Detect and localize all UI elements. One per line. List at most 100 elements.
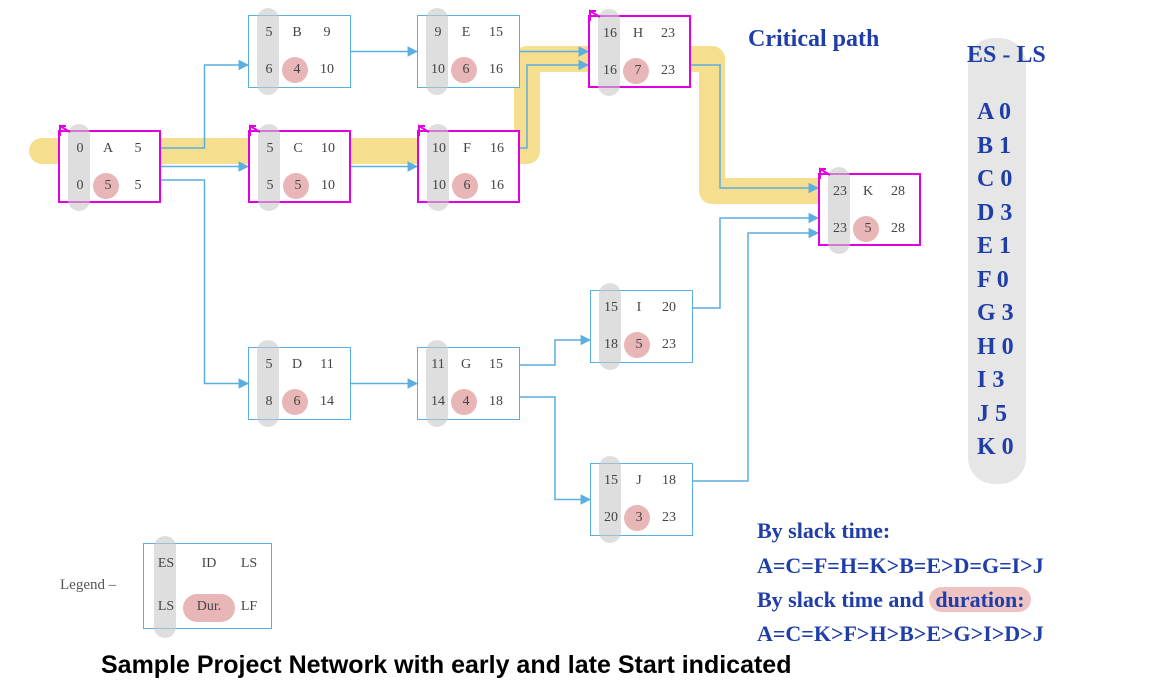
node-ls: 6 <box>265 62 273 77</box>
node-ef: 10 <box>321 141 335 156</box>
node-id: A <box>102 141 114 156</box>
node-es: 5 <box>265 357 273 372</box>
node-id: I <box>636 300 642 315</box>
node-id: B <box>292 25 302 40</box>
slack-item: H 0 <box>977 333 1014 360</box>
node-lf: 10 <box>321 178 335 193</box>
es-shadow <box>257 8 279 95</box>
node-ef: 18 <box>662 473 676 488</box>
node-id: E <box>461 25 471 40</box>
legend-box: ES ID LS LS Dur. LF <box>143 536 272 638</box>
critical-path-label: Critical path <box>748 26 880 52</box>
slack-item: I 3 <box>977 367 1005 393</box>
node-dur: 3 <box>635 510 643 525</box>
node-es: 16 <box>603 26 617 41</box>
slack-item: B 1 <box>977 132 1012 159</box>
node-lf: 18 <box>489 394 503 409</box>
node-ls: 10 <box>431 62 445 77</box>
duration-dot <box>452 173 478 199</box>
es-shadow <box>258 124 280 211</box>
node-ef: 28 <box>891 184 905 199</box>
slack-item: A 0 <box>977 99 1012 125</box>
critical-start-arrow-icon <box>589 9 601 21</box>
node-id: H <box>632 26 644 41</box>
node-ef: 5 <box>134 141 142 156</box>
node-ls: 8 <box>265 394 273 409</box>
node-dur: 5 <box>294 178 302 193</box>
critical-start-arrow-icon <box>418 124 430 136</box>
duration-dot <box>451 389 477 415</box>
by-slack-duration-order: A=C=K>F>H>B>E>G>I>D>J <box>757 621 1044 646</box>
slack-list-shadow <box>968 38 1026 484</box>
duration-dot <box>624 332 650 358</box>
node-es: 5 <box>266 141 274 156</box>
node-dur: 4 <box>462 394 470 409</box>
node-id: D <box>291 357 303 372</box>
node-id: G <box>460 357 472 372</box>
node-ef: 15 <box>489 357 503 372</box>
duration-dot <box>283 173 309 199</box>
node-id: J <box>636 473 642 488</box>
node-es: 11 <box>431 357 445 372</box>
node-dur: 7 <box>634 63 642 78</box>
slack-header: ES - LS <box>967 42 1046 68</box>
activity-node-B: 5 B 9 6 4 10 <box>248 8 351 95</box>
node-ef: 15 <box>489 25 503 40</box>
edge-F-H <box>520 59 590 149</box>
node-es: 23 <box>833 184 847 199</box>
by-slack-duration-title: By slack time and duration: <box>757 587 1031 613</box>
legend-es: ES <box>157 556 175 571</box>
by-slack-title: By slack time: <box>757 518 891 543</box>
node-es: 0 <box>76 141 84 156</box>
node-ls: 23 <box>833 221 847 236</box>
node-lf: 16 <box>489 62 503 77</box>
activity-node-G: 11 G 15 14 4 18 <box>417 340 520 427</box>
edge-G-J <box>520 396 592 505</box>
es-shadow <box>427 124 449 211</box>
node-lf: 23 <box>662 510 676 525</box>
duration-dot <box>282 57 308 83</box>
node-id: C <box>293 141 303 156</box>
node-lf: 28 <box>891 221 905 236</box>
node-lf: 14 <box>320 394 334 409</box>
es-shadow <box>599 456 621 543</box>
edge-A-D <box>161 179 250 389</box>
critical-start-arrow-icon <box>819 167 831 179</box>
node-dur: 4 <box>293 62 301 77</box>
node-es: 5 <box>265 25 273 40</box>
slack-item: K 0 <box>977 434 1014 460</box>
footer-caption: Sample Project Network with early and la… <box>101 651 792 679</box>
node-dur: 5 <box>635 337 643 352</box>
by-slack-order: A=C=F=H=K>B=E>D=G=I>J <box>757 553 1044 578</box>
legend-label: Legend – <box>60 577 117 593</box>
edge-I-K <box>693 212 820 309</box>
node-ef: 9 <box>323 25 331 40</box>
node-lf: 10 <box>320 62 334 77</box>
legend-duration: Dur. <box>196 599 222 614</box>
node-lf: 23 <box>662 337 676 352</box>
duration-dot <box>624 505 650 531</box>
es-shadow <box>426 340 448 427</box>
slack-item: D 3 <box>977 199 1013 226</box>
slack-item: F 0 <box>977 266 1009 293</box>
node-lf: 5 <box>134 178 142 193</box>
node-ls: 14 <box>431 394 445 409</box>
node-lf: 16 <box>490 178 504 193</box>
es-shadow <box>68 124 90 211</box>
edge-H-K <box>691 64 820 194</box>
legend-ls: LS <box>157 599 175 614</box>
node-ef: 23 <box>661 26 675 41</box>
node-ls: 10 <box>432 178 446 193</box>
es-shadow <box>598 9 620 96</box>
node-es: 9 <box>434 25 442 40</box>
duration-dot <box>853 216 879 242</box>
node-ls: 5 <box>266 178 274 193</box>
node-es: 10 <box>432 141 446 156</box>
legend-id: ID <box>201 556 217 571</box>
